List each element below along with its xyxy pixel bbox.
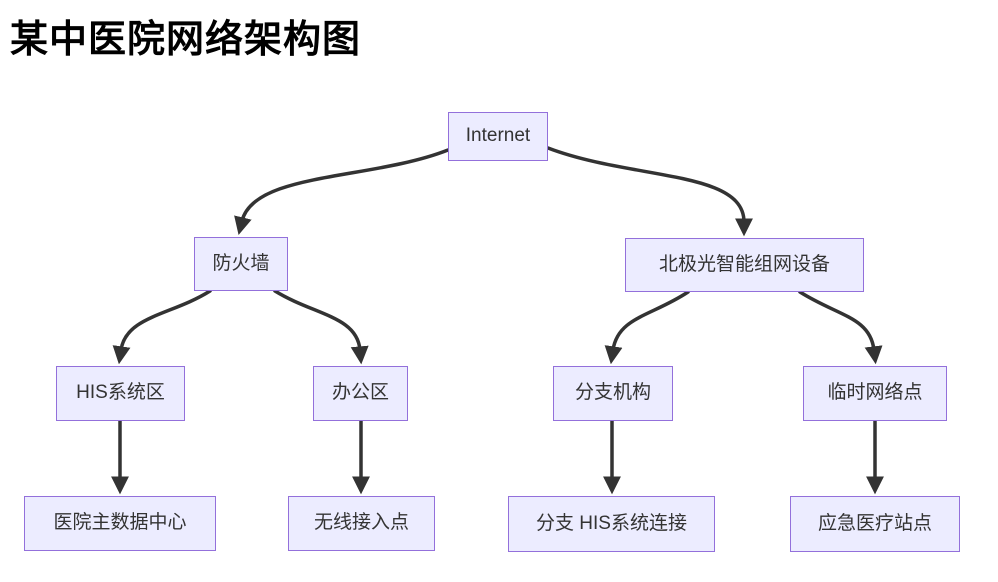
- node-aurora: 北极光智能组网设备: [625, 238, 864, 292]
- node-his-zone: HIS系统区: [56, 366, 185, 421]
- node-branch-org: 分支机构: [553, 366, 673, 421]
- node-emergency: 应急医疗站点: [790, 496, 960, 552]
- edge-aurora-branch-org: [604, 290, 690, 365]
- node-temp-net: 临时网络点: [803, 366, 947, 421]
- edge-internet-aurora: [546, 146, 753, 237]
- node-firewall: 防火墙: [194, 237, 288, 291]
- edge-firewall-his-zone: [112, 289, 212, 365]
- node-datacenter: 医院主数据中心: [24, 496, 216, 551]
- node-internet: Internet: [448, 112, 548, 161]
- node-branch-his: 分支 HIS系统连接: [508, 496, 715, 552]
- edge-firewall-office: [273, 289, 369, 365]
- diagram-title: 某中医院网络架构图: [10, 19, 362, 61]
- edge-internet-firewall: [234, 148, 450, 235]
- node-wireless-ap: 无线接入点: [288, 496, 435, 551]
- node-office: 办公区: [313, 366, 408, 421]
- edge-aurora-temp-net: [798, 290, 883, 365]
